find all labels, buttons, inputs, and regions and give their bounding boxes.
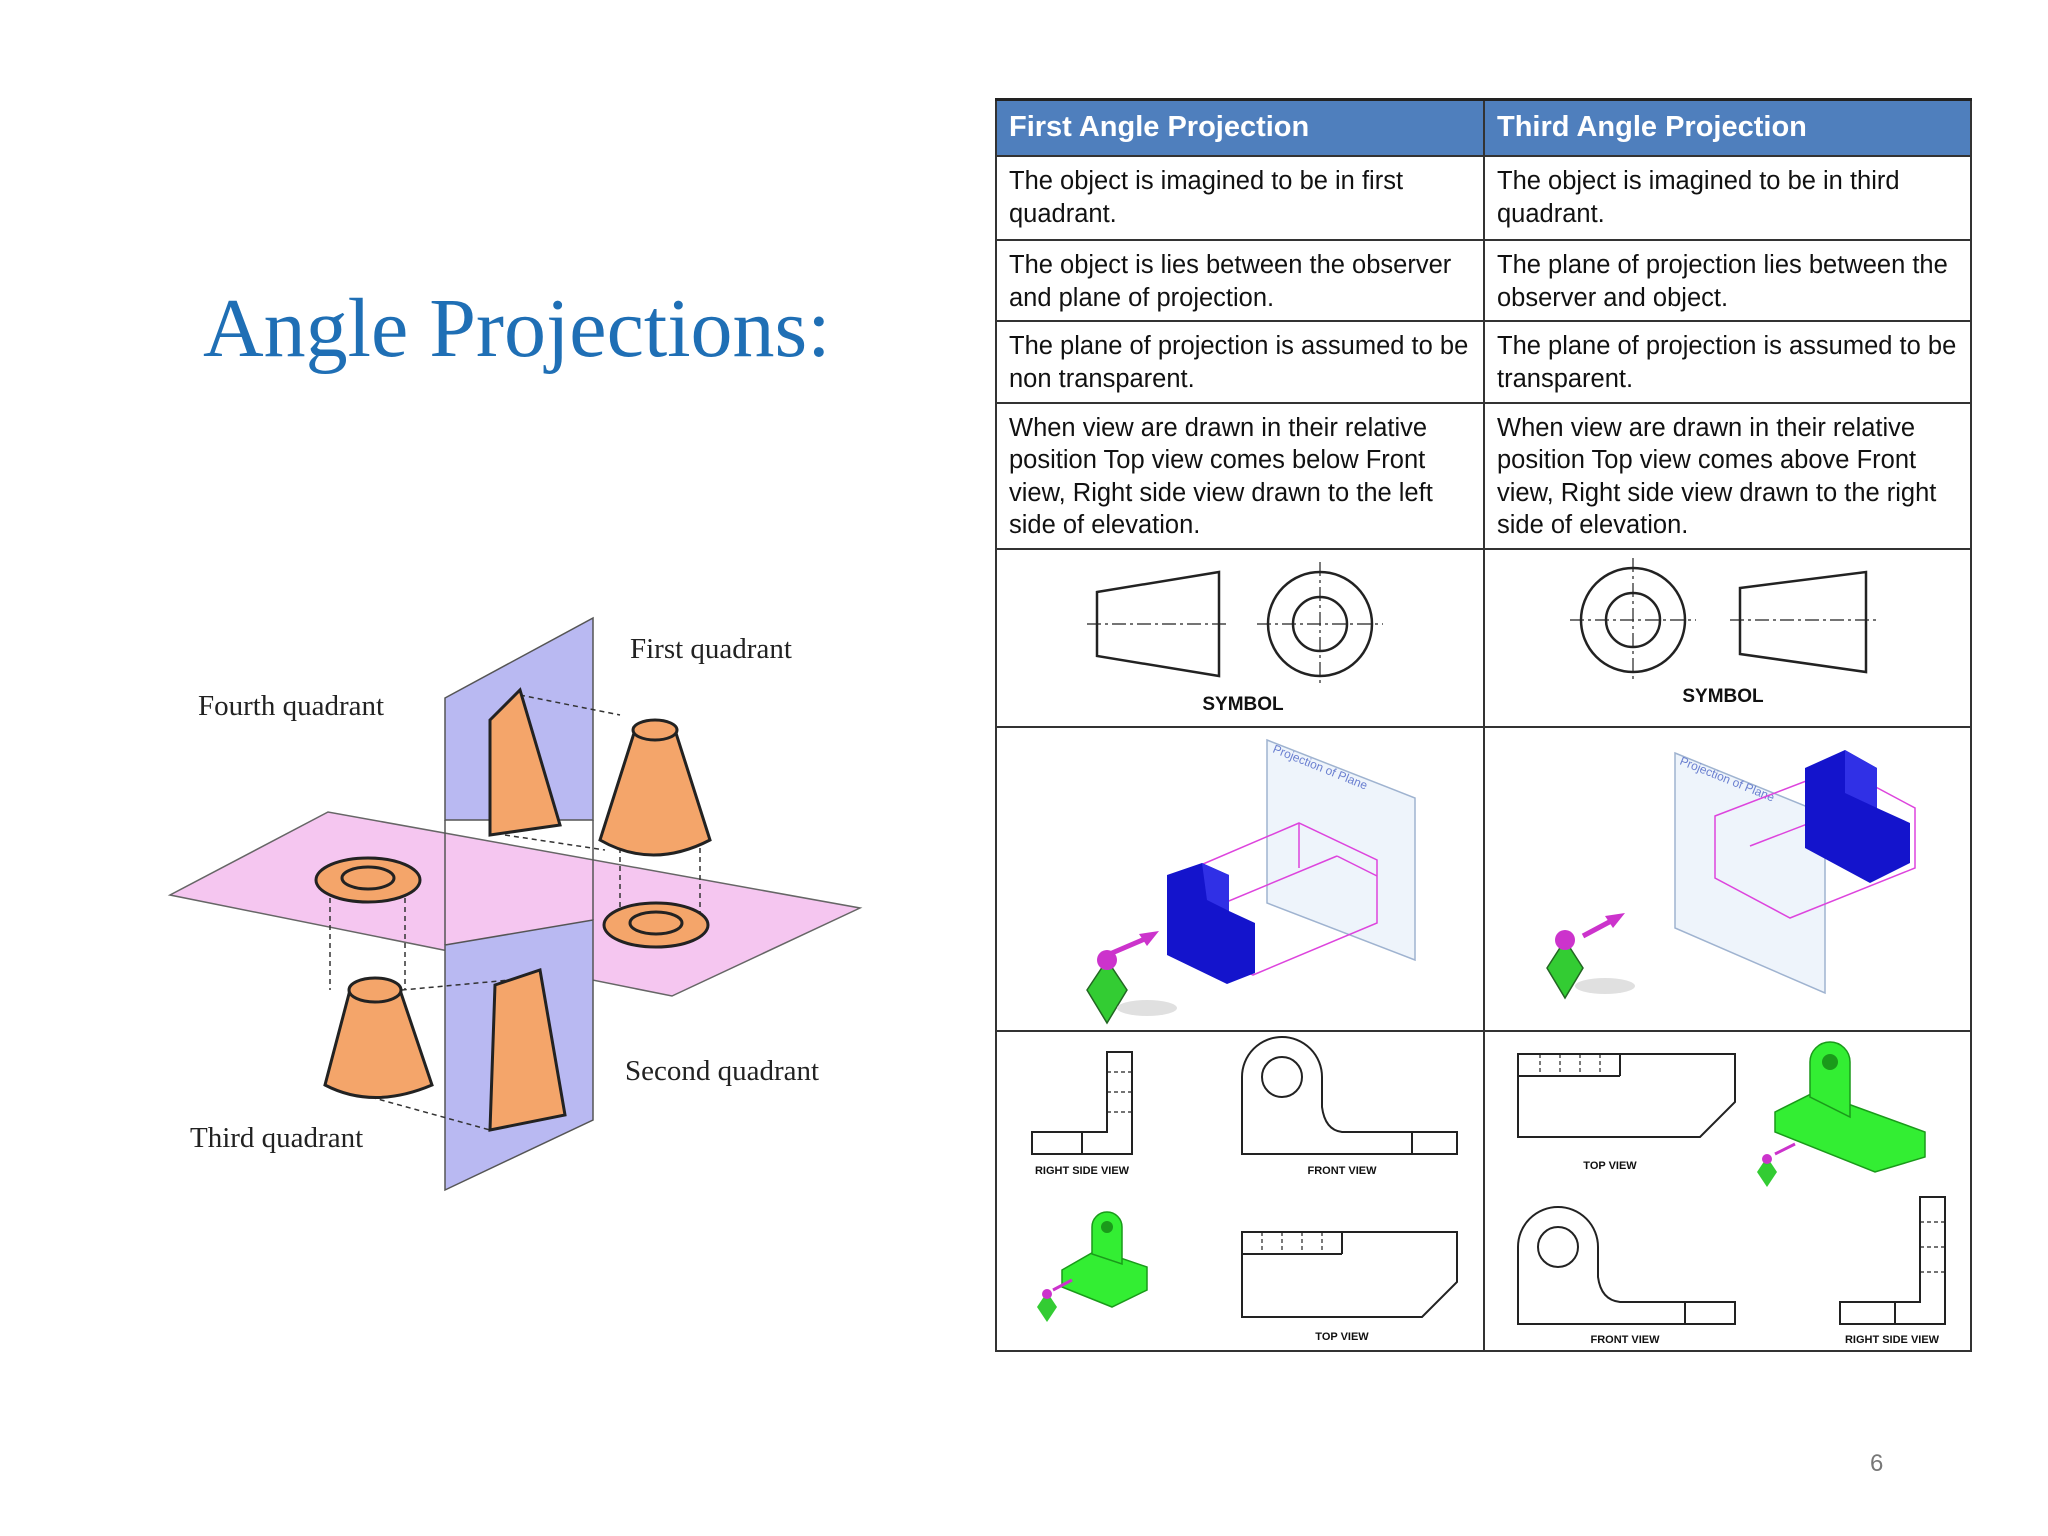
quadrant-diagram bbox=[167, 616, 863, 1192]
third-angle-block-illustration: Projection of Plane bbox=[1546, 750, 1916, 1000]
symbol-label: SYMBOL bbox=[1682, 686, 1764, 707]
view-direction-arrow bbox=[1111, 935, 1148, 956]
third-angle-symbol-cell: SYMBOL bbox=[1483, 548, 1972, 728]
viewer-icon bbox=[1546, 938, 1584, 1000]
projection-comparison-table: First Angle Projection Third Angle Proje… bbox=[995, 98, 1972, 1352]
table-row: The plane of projection is assumed to be… bbox=[995, 320, 1972, 404]
top-view-label: TOP VIEW bbox=[1583, 1160, 1637, 1172]
first-angle-block-illustration: Projection of Plane bbox=[1086, 738, 1416, 1025]
green-part bbox=[1061, 1211, 1148, 1308]
blue-block bbox=[1805, 750, 1910, 883]
symbol-row: SYMBOL SYMBOL bbox=[995, 548, 1972, 728]
first-angle-views: RIGHT SIDE VIEW FRONT VIEW TOP VIEW bbox=[1031, 1036, 1458, 1343]
blue-block bbox=[1167, 863, 1255, 984]
first-angle-views-cell: RIGHT SIDE VIEW FRONT VIEW TOP VIEW bbox=[995, 1030, 1485, 1352]
table-cell: The object is imagined to be in first qu… bbox=[995, 155, 1485, 241]
table-cell: The plane of projection is assumed to be… bbox=[995, 320, 1485, 404]
fourth-quadrant-label: Fourth quadrant bbox=[198, 690, 385, 722]
frustum-third-quadrant bbox=[323, 988, 434, 1099]
table-row: The object is imagined to be in first qu… bbox=[995, 155, 1972, 241]
right-side-view-label: RIGHT SIDE VIEW bbox=[1035, 1165, 1130, 1177]
top-view-label: TOP VIEW bbox=[1315, 1331, 1369, 1343]
table-row: The object is lies between the observer … bbox=[995, 238, 1972, 323]
right-side-view-shape bbox=[1031, 1051, 1133, 1155]
table-cell: When view are drawn in their relative po… bbox=[1483, 401, 1972, 550]
symbol-label: SYMBOL bbox=[1202, 694, 1284, 715]
page-title: Angle Projections: bbox=[203, 282, 831, 375]
first-angle-block-cell: Projection of Plane bbox=[995, 726, 1485, 1032]
viewer-icon bbox=[1086, 958, 1128, 1025]
third-angle-symbol: SYMBOL bbox=[1570, 558, 1877, 707]
table-cell: The object is imagined to be in third qu… bbox=[1483, 155, 1972, 241]
second-quadrant-label: Second quadrant bbox=[625, 1055, 820, 1087]
top-view-shape bbox=[1241, 1231, 1458, 1318]
top-view-shape bbox=[1517, 1053, 1736, 1138]
first-quadrant-label: First quadrant bbox=[630, 633, 792, 665]
front-view-trapezoid-lower bbox=[488, 968, 567, 1132]
table-cell: The plane of projection is assumed to be… bbox=[1483, 320, 1972, 404]
table-row: When view are drawn in their relative po… bbox=[995, 401, 1972, 550]
right-side-view-shape bbox=[1839, 1196, 1946, 1325]
viewer-icon bbox=[1037, 1292, 1057, 1322]
header-third-angle: Third Angle Projection bbox=[1483, 98, 1972, 157]
block-illustration-row: Projection of Plane bbox=[995, 726, 1972, 1032]
right-side-view-label: RIGHT SIDE VIEW bbox=[1845, 1334, 1940, 1346]
first-angle-symbol: SYMBOL bbox=[1087, 562, 1383, 715]
projection-plane bbox=[1266, 738, 1416, 962]
quadrant-illustration: First quadrant Fourth quadrant Second qu… bbox=[160, 590, 880, 1210]
green-part bbox=[1774, 1041, 1926, 1173]
front-view-trapezoid-upper bbox=[488, 687, 562, 837]
third-angle-views: TOP VIEW FRONT VIEW RIGHT SIDE VIEW bbox=[1517, 1041, 1946, 1346]
frustum-first-quadrant bbox=[598, 728, 712, 857]
third-quadrant-label: Third quadrant bbox=[190, 1122, 364, 1154]
first-angle-symbol-cell: SYMBOL bbox=[995, 548, 1485, 728]
table-header-row: First Angle Projection Third Angle Proje… bbox=[995, 98, 1972, 157]
front-view-label: FRONT VIEW bbox=[1307, 1165, 1377, 1177]
view-direction-arrow bbox=[1581, 917, 1615, 939]
third-angle-views-cell: TOP VIEW FRONT VIEW RIGHT SIDE VIEW bbox=[1483, 1030, 1972, 1352]
header-first-angle: First Angle Projection bbox=[995, 98, 1485, 157]
orthographic-views-row: RIGHT SIDE VIEW FRONT VIEW TOP VIEW bbox=[995, 1030, 1972, 1352]
table-cell: When view are drawn in their relative po… bbox=[995, 401, 1485, 550]
page-number: 6 bbox=[1870, 1450, 1884, 1477]
front-view-shape bbox=[1517, 1206, 1736, 1325]
viewer-icon bbox=[1757, 1157, 1777, 1187]
front-view-label: FRONT VIEW bbox=[1590, 1334, 1660, 1346]
front-view-shape bbox=[1241, 1036, 1458, 1155]
third-angle-block-cell: Projection of Plane bbox=[1483, 726, 1972, 1032]
table-cell: The plane of projection lies between the… bbox=[1483, 238, 1972, 323]
table-cell: The object is lies between the observer … bbox=[995, 238, 1485, 323]
